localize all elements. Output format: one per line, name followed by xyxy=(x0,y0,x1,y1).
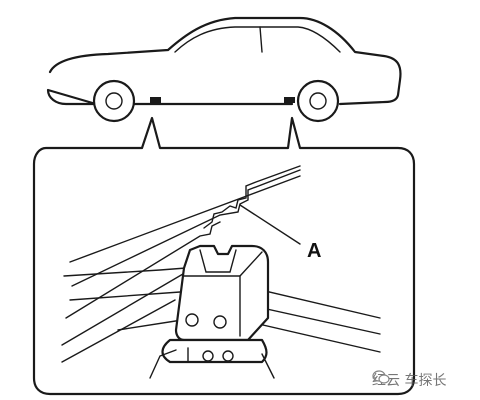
car-body-outline xyxy=(46,16,402,106)
jack-arm-left xyxy=(149,349,177,379)
lift-pad-slot xyxy=(199,249,237,273)
jack-hole-1 xyxy=(202,350,214,362)
rear-wheel-hub xyxy=(309,92,327,110)
callout-label-a: A xyxy=(307,240,322,262)
lift-pad-hole-1 xyxy=(185,313,199,327)
jack-arm-right xyxy=(261,353,275,379)
lift-pad-body xyxy=(174,244,270,342)
sill-line-3 xyxy=(65,221,221,319)
floor-line-2 xyxy=(69,291,181,301)
rear-jack-point xyxy=(284,97,295,103)
sill-line-1 xyxy=(69,175,301,263)
detail-callout-frame xyxy=(32,116,416,396)
car-illustration xyxy=(46,16,402,123)
floor-line-5 xyxy=(249,321,381,353)
sill-line-2 xyxy=(71,169,301,287)
floor-line-1 xyxy=(63,267,187,277)
sill-flange-notch xyxy=(203,165,301,229)
detail-illustration xyxy=(61,165,381,379)
wechat-icon xyxy=(372,370,390,384)
jack-hole-2 xyxy=(222,350,234,362)
front-wheel xyxy=(92,79,136,123)
car-b-pillar xyxy=(259,26,263,53)
front-jack-point xyxy=(150,97,161,103)
sill-line-5 xyxy=(61,299,176,363)
watermark: 红云 车探长 xyxy=(372,370,446,390)
floor-line-6 xyxy=(117,319,183,331)
front-wheel-hub xyxy=(105,92,123,110)
lift-pad-hole-2 xyxy=(213,315,227,329)
callout-leader-line xyxy=(239,204,301,245)
sill-line-4 xyxy=(61,263,201,346)
jack-base xyxy=(161,338,268,364)
car-window-line xyxy=(174,26,341,53)
rear-wheel xyxy=(296,79,340,123)
watermark-text: 红云 车探长 xyxy=(372,373,447,389)
